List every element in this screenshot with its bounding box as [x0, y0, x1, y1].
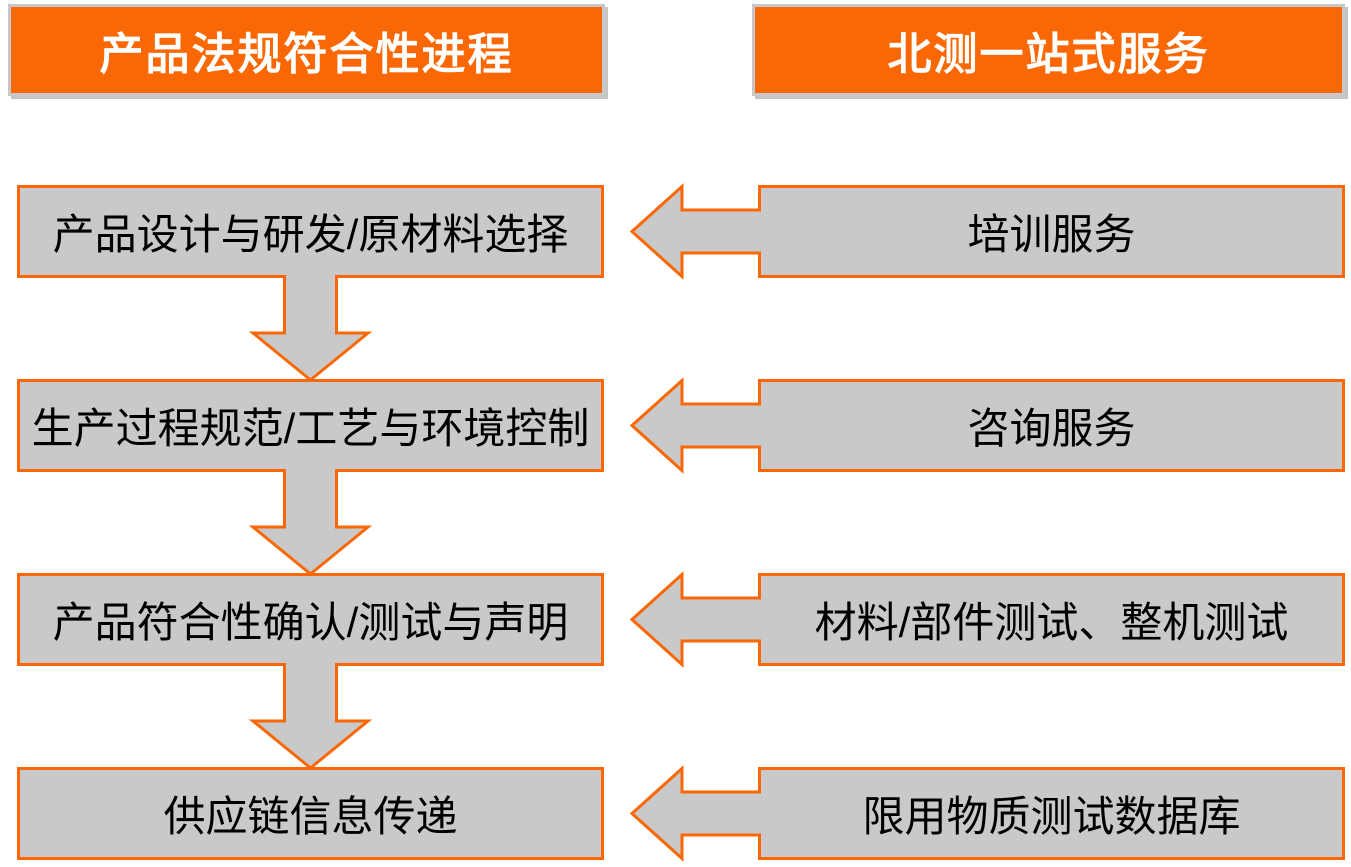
process-box-3-label: 产品符合性确认/测试与声明 — [52, 599, 569, 646]
service-shape-4 — [629, 765, 1345, 862]
down-arrow-shape — [248, 663, 373, 770]
process-box-2: 生产过程规范/工艺与环境控制 — [17, 379, 604, 472]
service-shape-2 — [629, 377, 1345, 474]
process-box-1: 产品设计与研发/原材料选择 — [17, 185, 604, 278]
process-box-1-label: 产品设计与研发/原材料选择 — [52, 211, 569, 258]
down-arrow-icon-3 — [248, 663, 373, 770]
left-arrow-box-shape — [629, 377, 1345, 474]
left-arrow-box-shape — [629, 571, 1345, 668]
header-process-column: 产品法规符合性进程 — [8, 4, 605, 96]
left-arrow-box-shape — [629, 183, 1345, 280]
left-arrow-box-shape — [629, 765, 1345, 862]
header-process-label: 产品法规符合性进程 — [99, 30, 514, 79]
down-arrow-icon-1 — [248, 275, 373, 382]
process-box-3: 产品符合性确认/测试与声明 — [17, 573, 604, 666]
process-box-4-label: 供应链信息传递 — [163, 793, 458, 840]
process-box-4: 供应链信息传递 — [17, 767, 604, 860]
down-arrow-shape — [248, 469, 373, 576]
header-services-label: 北测一站式服务 — [887, 30, 1210, 79]
process-box-2-label: 生产过程规范/工艺与环境控制 — [31, 405, 590, 452]
service-shape-3 — [629, 571, 1345, 668]
service-shape-1 — [629, 183, 1345, 280]
header-services-column: 北测一站式服务 — [752, 4, 1345, 96]
down-arrow-icon-2 — [248, 469, 373, 576]
down-arrow-shape — [248, 275, 373, 382]
